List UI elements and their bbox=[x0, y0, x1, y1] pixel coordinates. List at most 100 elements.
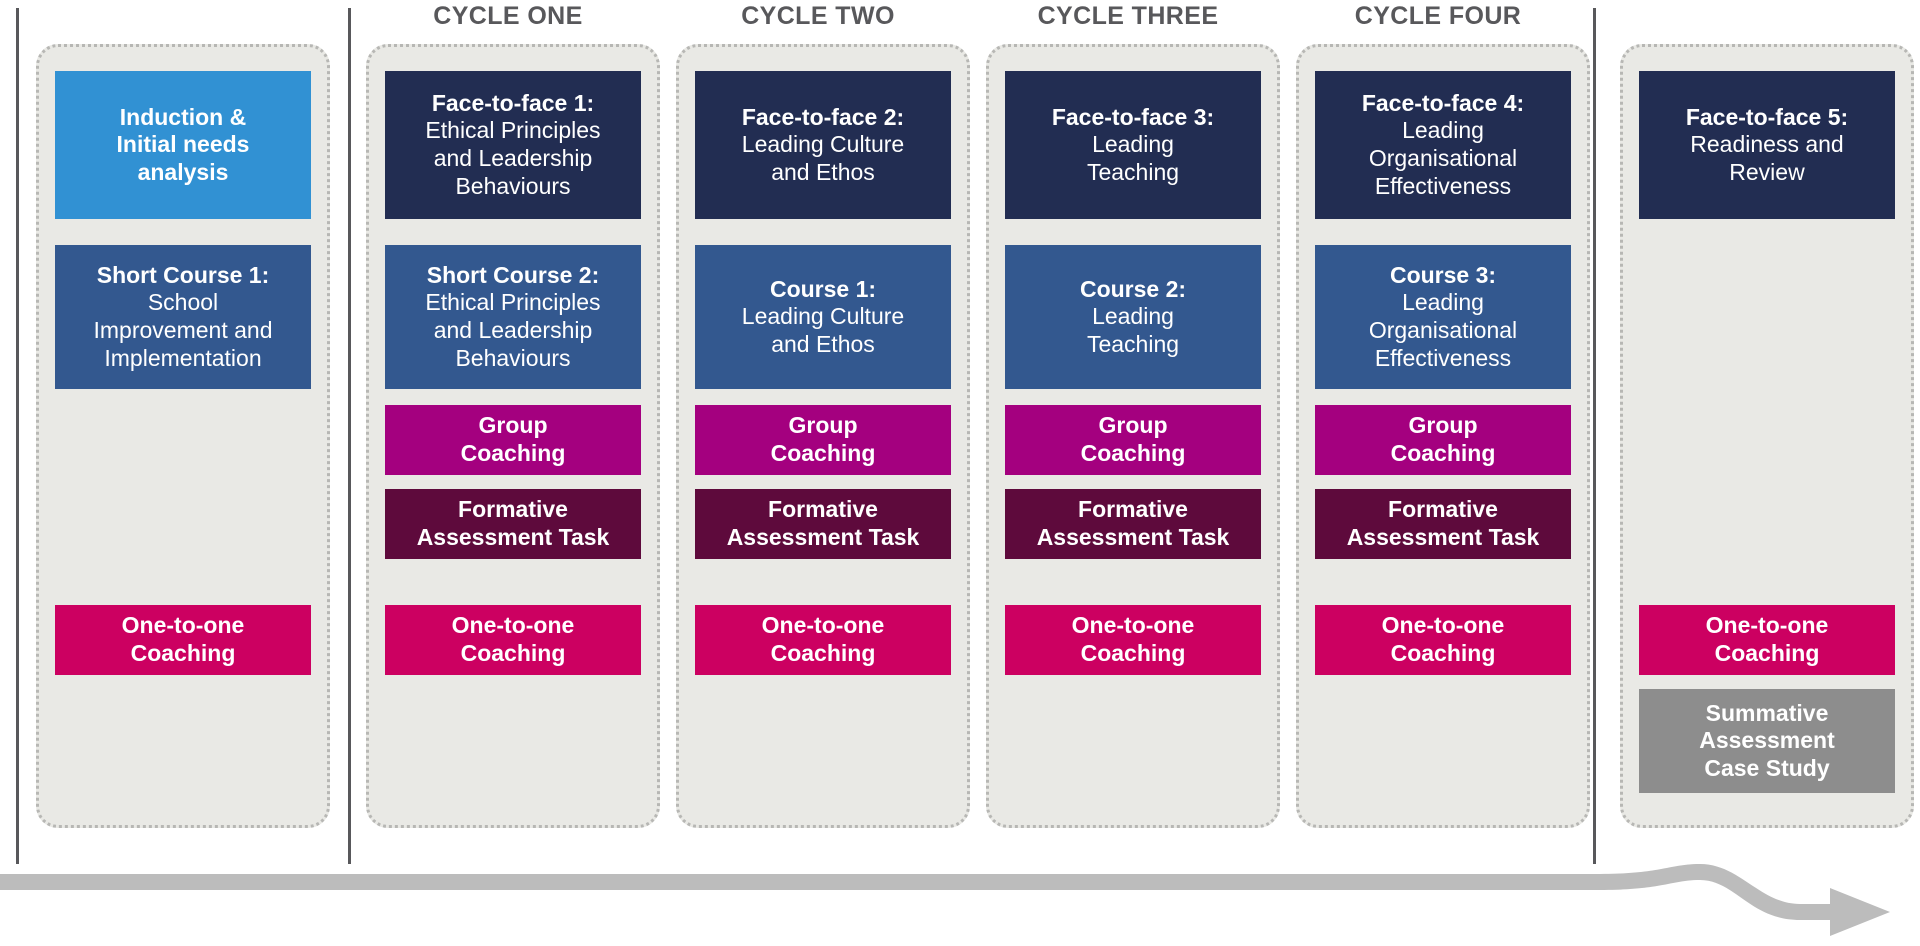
block-title: Course 1: bbox=[769, 275, 877, 302]
block-title: Face-to-face 4: bbox=[1361, 89, 1525, 116]
block-line: Leading bbox=[1092, 303, 1174, 330]
block-title: Short Course 2: bbox=[426, 261, 600, 288]
block-title: Face-to-face 3: bbox=[1051, 103, 1215, 130]
block-line: Behaviours bbox=[455, 172, 571, 199]
block-line: Assessment Task bbox=[416, 524, 610, 550]
block-line: School bbox=[147, 289, 219, 316]
block-line: Effectiveness bbox=[1374, 172, 1512, 199]
block-line: Implementation bbox=[104, 344, 262, 371]
block-line: Coaching bbox=[1080, 440, 1186, 466]
block-line: Leading bbox=[1402, 289, 1484, 316]
block-title: Face-to-face 2: bbox=[741, 103, 905, 130]
block-line: Leading bbox=[1092, 131, 1174, 158]
block-line: and Ethos bbox=[771, 158, 875, 185]
block-title: Group bbox=[478, 412, 548, 439]
block-line: Ethical Principles bbox=[425, 117, 601, 144]
cycle-label-two: CYCLE TWO bbox=[741, 2, 895, 30]
cycle-label-three: CYCLE THREE bbox=[1037, 2, 1219, 30]
block-title: One-to-one bbox=[1071, 612, 1195, 639]
block-title: Face-to-face 1: bbox=[431, 89, 595, 116]
block-title: Course 3: bbox=[1389, 261, 1497, 288]
block-line: Ethical Principles bbox=[425, 289, 601, 316]
block-line: Effectiveness bbox=[1374, 344, 1512, 371]
block-line: Organisational bbox=[1368, 145, 1518, 171]
block-title: Formative bbox=[1388, 496, 1498, 523]
block-title: Course 2: bbox=[1079, 275, 1187, 302]
cycle-label-one: CYCLE ONE bbox=[433, 2, 583, 30]
block-line: Coaching bbox=[770, 640, 876, 666]
block-line: Leading Culture bbox=[741, 303, 905, 330]
block-line: Coaching bbox=[130, 640, 236, 666]
block-title: Formative bbox=[458, 496, 568, 523]
block-title: Face-to-face 5: bbox=[1685, 103, 1849, 130]
vertical-rule-cycle-start bbox=[348, 8, 351, 864]
block-line: Review bbox=[1729, 158, 1805, 185]
vertical-rule-left bbox=[16, 8, 19, 864]
block-line: Coaching bbox=[460, 640, 566, 666]
block-line: Assessment bbox=[1699, 727, 1835, 754]
block-line: Teaching bbox=[1086, 330, 1180, 357]
block-title: One-to-one bbox=[1381, 612, 1505, 639]
block-title: Group bbox=[788, 412, 858, 439]
block-line: Coaching bbox=[460, 440, 566, 466]
cycle-label-four: CYCLE FOUR bbox=[1354, 2, 1522, 30]
block-title: Group bbox=[1408, 412, 1478, 439]
block-line: Assessment Task bbox=[1036, 524, 1230, 550]
block-line: and Leadership bbox=[433, 317, 593, 343]
block-title: Group bbox=[1098, 412, 1168, 439]
block-line: Assessment Task bbox=[726, 524, 920, 550]
block-line: Assessment Task bbox=[1346, 524, 1540, 550]
block-line: Readiness and bbox=[1690, 131, 1844, 158]
block-line: Leading Culture bbox=[741, 131, 905, 158]
block-line: Organisational bbox=[1368, 317, 1518, 343]
block-line: and Ethos bbox=[771, 330, 875, 357]
block-title: Summative bbox=[1705, 699, 1829, 726]
block-line: Coaching bbox=[1390, 440, 1496, 466]
block-title: Induction & bbox=[119, 103, 247, 130]
vertical-rule-cycle-end bbox=[1593, 8, 1596, 864]
block-title: Short Course 1: bbox=[96, 261, 270, 288]
block-line: Teaching bbox=[1086, 158, 1180, 185]
block-title: One-to-one bbox=[121, 612, 245, 639]
block-line: analysis bbox=[137, 158, 229, 185]
block-title: Formative bbox=[1078, 496, 1188, 523]
block-line: Initial needs bbox=[116, 131, 250, 158]
timeline-arrow-icon bbox=[0, 864, 1890, 936]
block-line: Coaching bbox=[1080, 640, 1186, 666]
block-line: Coaching bbox=[1714, 640, 1820, 666]
block-line: Improvement and bbox=[93, 317, 273, 343]
block-line: Behaviours bbox=[455, 344, 571, 371]
